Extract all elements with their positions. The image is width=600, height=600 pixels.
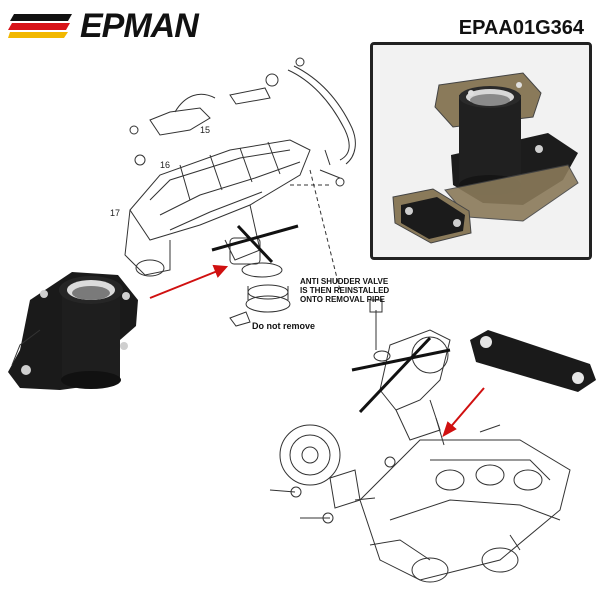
callout-17: 17 xyxy=(110,208,121,218)
brand-logo: EPMAN xyxy=(80,7,199,45)
anti-shudder-valve-note: ANTI SHUDDER VALVE IS THEN REINSTALLED O… xyxy=(300,277,410,304)
valve-note-line3: ONTO REMOVAL PIPE xyxy=(300,295,385,304)
product-photo-inset xyxy=(370,42,592,260)
adapter-pipe-part xyxy=(8,272,138,390)
product-photo xyxy=(373,45,589,257)
valve-note-line1: ANTI SHUDDER VALVE xyxy=(300,277,389,286)
epman-logo-stripes xyxy=(8,14,72,38)
do-not-remove-note: Do not remove xyxy=(252,321,316,331)
part-number: EPAA01G364 xyxy=(458,17,584,39)
valve-note-line2: IS THEN REINSTALLED xyxy=(300,286,390,295)
callout-16: 16 xyxy=(160,160,171,170)
blanking-plate-part xyxy=(470,330,596,392)
callout-15: 15 xyxy=(200,125,211,135)
